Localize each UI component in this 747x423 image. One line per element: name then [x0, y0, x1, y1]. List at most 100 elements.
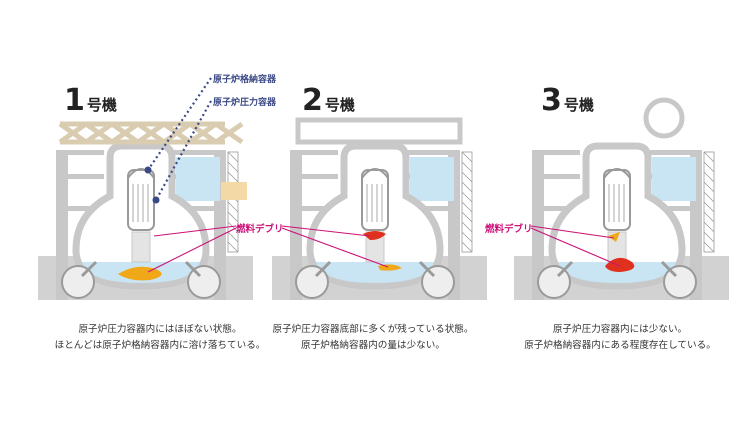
unit1-suffix: 号機	[86, 96, 117, 114]
debris-leader-u3-bottom	[530, 227, 621, 267]
unit1-side-lattice	[227, 151, 239, 253]
unit2-lattice-brace-152	[461, 151, 473, 163]
unit2-building	[272, 142, 487, 300]
debris-leader-u1-bottom	[147, 227, 237, 273]
pressure-callout-line	[155, 100, 212, 201]
unit2-lattice-brace-192	[461, 191, 473, 203]
unit2-debris-rpv	[363, 231, 386, 240]
unit3-lattice-brace-172	[703, 171, 715, 183]
unit2-vent-pipe-right	[418, 260, 436, 278]
unit1-left-wall	[56, 150, 68, 300]
unit3-right-floor-2	[650, 206, 702, 211]
fuel-debris-label-unit3: 燃料デブリ	[485, 224, 533, 235]
unit3-caption: 原子炉圧力容器内には少ない。 原子炉格納容器内にある程度存在している。	[500, 322, 740, 354]
unit1-wrecked-roof-truss	[58, 121, 244, 145]
unit3-lattice-brace-152	[703, 151, 715, 163]
unit2-lattice-brace-212	[461, 211, 473, 223]
unit3-lattice-brace-202	[703, 201, 715, 213]
unit2-lattice-brace-202	[461, 201, 473, 213]
containment-callout-line	[147, 77, 212, 171]
unit3-side-lattice	[703, 151, 715, 253]
unit3-lattice-brace-222	[703, 221, 715, 233]
unit2-lattice-brace-172	[461, 171, 473, 183]
unit2-lattice-brace-232	[461, 231, 473, 243]
unit2-containment-water	[316, 262, 434, 283]
unit1-lattice-brace-212	[227, 211, 239, 223]
containment-callout-dot	[144, 166, 152, 174]
unit3-lattice-brace-242	[703, 241, 715, 253]
unit3-pressure-vessel	[603, 169, 631, 231]
unit2-left-floor-1	[290, 174, 338, 179]
unit1-caption-line1: 原子炉圧力容器内にはほぼない状態。	[78, 324, 242, 335]
unit3-lattice-brace-182	[703, 181, 715, 193]
unit2-lattice-brace-242	[461, 241, 473, 253]
unit1-fuel-pool	[176, 157, 220, 201]
unit3-debris-bottom	[605, 257, 635, 272]
debris-leader-u2-rpv	[281, 225, 371, 237]
unit1-right-floor-2	[174, 206, 226, 211]
unit3-building	[514, 142, 729, 300]
unit1-truss-diag2-138	[136, 121, 166, 145]
unit3-lattice-brace-232	[703, 231, 715, 243]
unit1-number: 1	[64, 83, 85, 118]
containment-vessel-label: 原子炉格納容器	[213, 75, 277, 85]
unit1-vent-pipe-left	[80, 260, 98, 278]
unit3-suffix: 号機	[563, 96, 594, 114]
unit1-left-floor-2	[56, 206, 104, 211]
unit2-fuel-pool	[410, 157, 454, 201]
fuel-debris-label-unit1: 燃料デブリ	[236, 224, 284, 235]
unit2-left-wall	[290, 150, 302, 300]
unit3-lattice-brace-162	[703, 161, 715, 173]
unit3-containment-water	[558, 262, 676, 283]
unit3-lattice-brace-212	[703, 211, 715, 223]
unit3-fuel-pool	[652, 157, 696, 201]
unit1-lattice-brace-152	[227, 151, 239, 163]
unit3-number: 3	[541, 83, 562, 118]
unit3-pressure-vessel-head	[603, 168, 631, 179]
unit2-caption-line1: 原子炉圧力容器底部に多くが残っている状態。	[272, 324, 474, 335]
unit2-vent-pipe-left	[314, 260, 332, 278]
unit2-lattice-brace-182	[461, 181, 473, 193]
unit1-right-floor-0	[174, 150, 226, 155]
debris-leader-u2-bottom	[281, 227, 389, 268]
unit1-fuel-assemblies	[221, 182, 247, 200]
unit1-truss-diag2-216	[214, 121, 244, 145]
unit3-left-floor-1	[532, 174, 580, 179]
unit3-dome-cover	[643, 97, 685, 139]
unit3-debris-rpv	[608, 232, 620, 242]
unit2-lattice-brace-162	[461, 161, 473, 173]
unit1-lattice-brace-202	[227, 201, 239, 213]
unit2-suffix: 号機	[324, 96, 355, 114]
unit3-lattice-brace-192	[703, 191, 715, 203]
unit1-caption-line2: ほとんどは原子炉格納容器内に溶け落ちている。	[54, 340, 266, 351]
unit2-number: 2	[302, 83, 323, 118]
unit1-lattice-brace-232	[227, 231, 239, 243]
unit1-pressure-vessel	[127, 169, 155, 231]
unit2-pressure-vessel	[361, 169, 389, 231]
unit3-left-wall	[532, 150, 544, 300]
unit2-caption: 原子炉圧力容器底部に多くが残っている状態。 原子炉格納容器内の量は少ない。	[253, 322, 493, 354]
unit2-side-lattice	[461, 151, 473, 253]
unit1-pedestal	[131, 231, 151, 263]
unit3-vent-pipe-right	[660, 260, 678, 278]
unit2-right-floor-2	[408, 206, 460, 211]
unit1-truss-diag2-60	[58, 121, 88, 145]
unit2-right-floor-0	[408, 150, 460, 155]
unit2-roof-frame	[295, 117, 463, 145]
unit3-right-floor-0	[650, 150, 702, 155]
unit2-lattice-brace-222	[461, 221, 473, 233]
unit1-lattice-brace-222	[227, 221, 239, 233]
pressure-vessel-label: 原子炉圧力容器	[213, 98, 277, 108]
debris-leader-u3-rpv	[530, 225, 615, 239]
unit3-vent-pipe-left	[556, 260, 574, 278]
unit3-left-floor-0	[532, 150, 580, 155]
unit2-left-floor-2	[290, 206, 338, 211]
unit3-left-floor-2	[532, 206, 580, 211]
unit3-caption-line1: 原子炉圧力容器内には少ない。	[552, 324, 688, 335]
unit2-pressure-vessel-head	[361, 168, 389, 179]
